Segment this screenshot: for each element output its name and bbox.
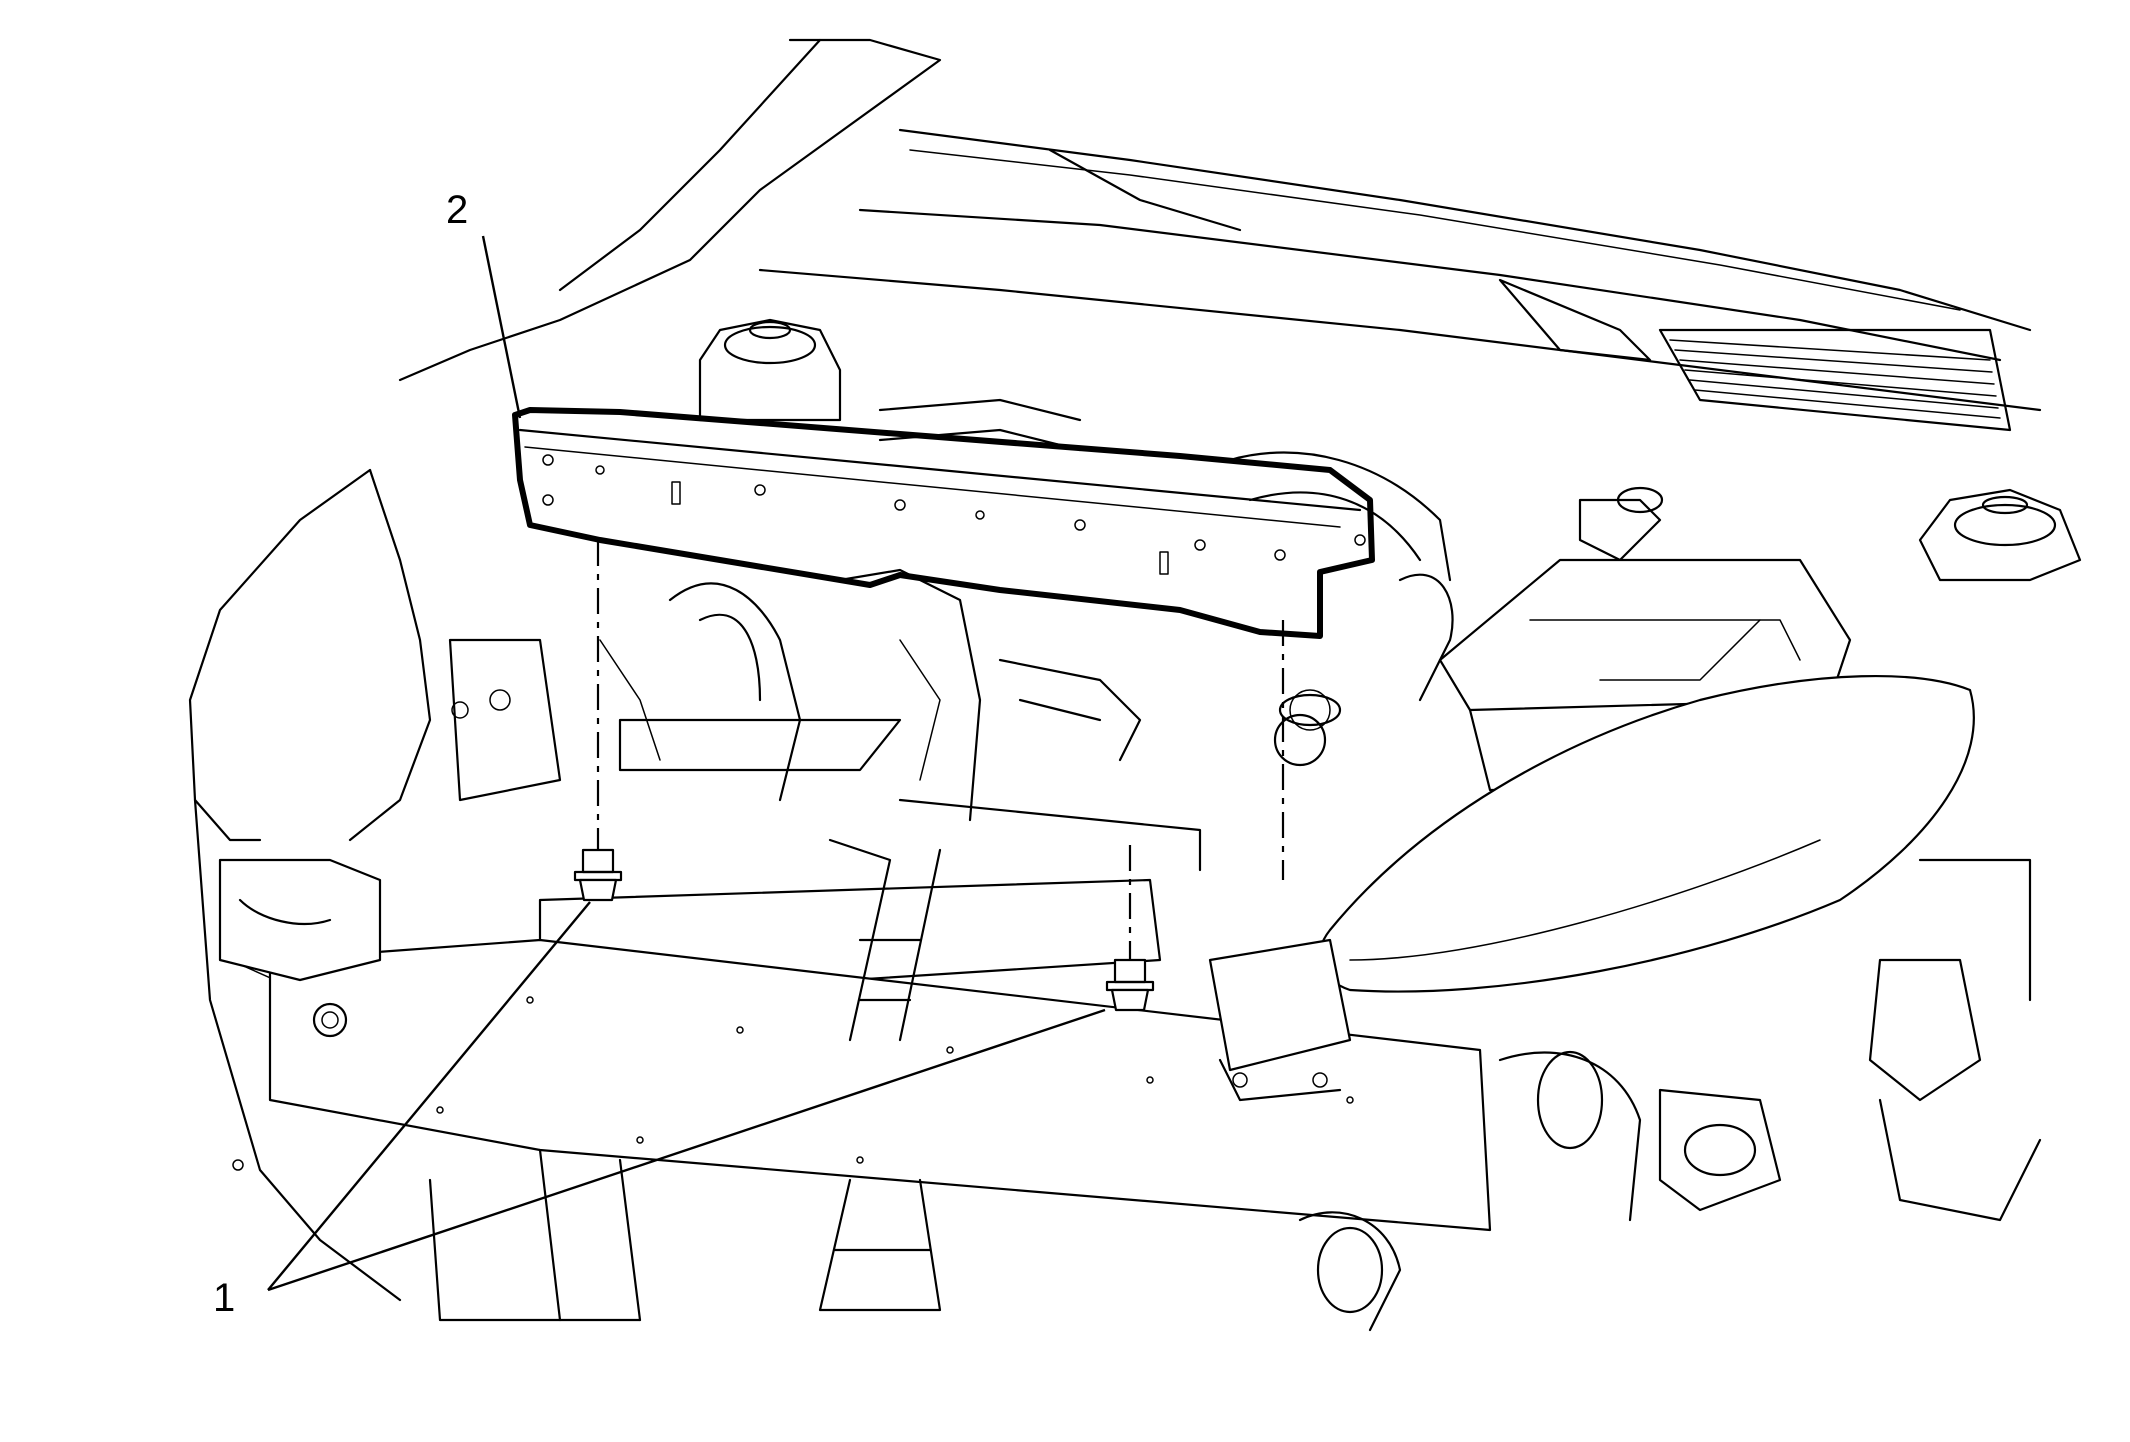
bolt-right — [1105, 958, 1155, 1012]
strut-tower-left — [698, 318, 842, 422]
right-headlamp — [1318, 674, 1975, 993]
radiator-support — [268, 838, 1492, 1322]
left-fender — [188, 468, 432, 1302]
cowl-grille — [1048, 148, 2012, 432]
leader-lines — [267, 235, 1106, 1292]
hood-outline — [398, 38, 2042, 412]
engine-components — [599, 398, 1664, 872]
left-lamp-mount — [218, 638, 562, 982]
right-frame-rail — [1208, 858, 2042, 1332]
upper-tie-bar — [512, 407, 1375, 639]
bolt-left — [573, 848, 623, 902]
callout-label-fasteners: 1 — [213, 1276, 236, 1320]
alignment-lines — [596, 540, 1285, 960]
strut-tower-right — [1918, 488, 2082, 582]
callout-label-upper-tie-bar: 2 — [446, 188, 469, 232]
